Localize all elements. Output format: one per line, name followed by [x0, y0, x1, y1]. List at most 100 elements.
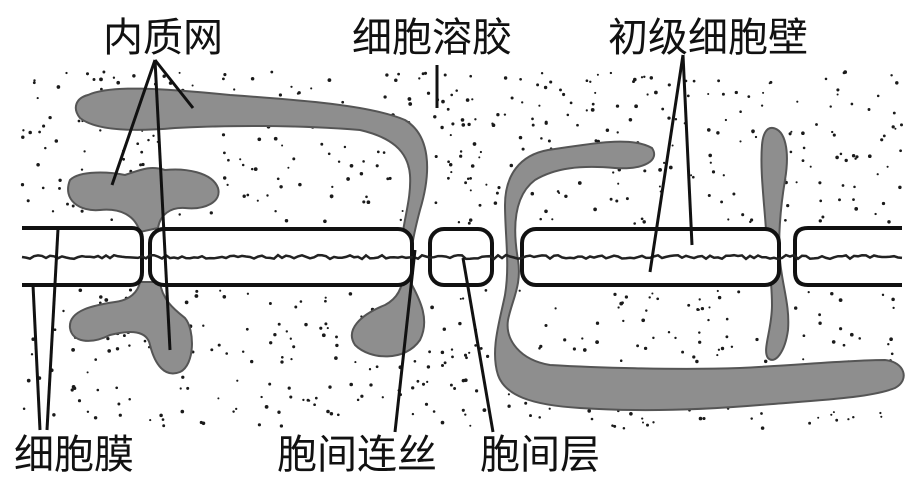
stipple-dot [842, 343, 846, 347]
stipple-dot [809, 165, 812, 168]
stipple-dot [617, 306, 620, 309]
stipple-dot [376, 150, 380, 154]
stipple-dot [830, 291, 834, 296]
stipple-dot [881, 201, 886, 206]
stipple-dot [334, 356, 338, 360]
stipple-dot [739, 110, 742, 113]
stipple-dot [835, 418, 839, 422]
stipple-dot [319, 326, 323, 330]
stipple-dot [217, 397, 220, 400]
stipple-dot [56, 85, 61, 89]
stipple-dot [210, 348, 214, 352]
leader-wall-1 [648, 54, 685, 273]
stipple-dot [287, 386, 291, 390]
leader-lamella [461, 257, 495, 433]
stipple-dot [554, 307, 557, 310]
stipple-dot [100, 87, 103, 91]
stipple-dot [661, 107, 665, 111]
stipple-dot [697, 308, 700, 311]
stipple-dot [194, 294, 199, 298]
stipple-dot [698, 340, 702, 344]
stipple-dot [681, 350, 685, 354]
stipple-dot [449, 383, 453, 387]
stipple-dot [739, 140, 742, 143]
stipple-dot [547, 139, 551, 143]
stipple-dot [394, 78, 398, 83]
stipple-dot [368, 368, 372, 371]
stipple-dot [613, 424, 617, 428]
stipple-dot [484, 289, 488, 292]
stipple-dot [479, 150, 482, 154]
stipple-dot [536, 83, 540, 87]
stipple-dot [382, 151, 386, 154]
stipple-dot [209, 211, 213, 215]
stipple-dot [54, 139, 59, 143]
stipple-dot [485, 183, 488, 186]
stipple-dot [253, 167, 258, 171]
stipple-dot [299, 300, 303, 303]
stipple-dot [717, 348, 721, 351]
stipple-dot [854, 207, 859, 211]
stipple-dot [720, 346, 725, 351]
stipple-dot [687, 303, 691, 307]
stipple-dot [495, 191, 499, 195]
stipple-dot [879, 411, 882, 415]
stipple-dot [451, 122, 455, 126]
stipple-dot [467, 122, 471, 127]
stipple-dot [223, 151, 226, 155]
stipple-dot [449, 134, 452, 137]
stipple-dot [471, 98, 474, 101]
stipple-dot [891, 297, 895, 302]
stipple-dot [116, 80, 121, 85]
stipple-dot [658, 185, 661, 188]
stipple-dot [616, 131, 619, 134]
stipple-dot [274, 210, 277, 213]
stipple-dot [832, 411, 835, 414]
stipple-dot [642, 220, 646, 224]
stipple-dot [279, 424, 284, 428]
stipple-dot [178, 71, 181, 74]
stipple-dot [540, 137, 543, 140]
stipple-dot [217, 343, 221, 347]
stipple-dot [112, 76, 116, 79]
stipple-dot [619, 359, 623, 362]
stipple-dot [365, 195, 368, 199]
stipple-dot [289, 395, 293, 399]
stipple-dot [195, 289, 199, 293]
stipple-dot [459, 150, 463, 153]
stipple-dot [760, 412, 763, 415]
stipple-dot [521, 101, 524, 104]
label-middle-lamella: 胞间层 [480, 432, 600, 478]
stipple-dot [624, 295, 629, 299]
stipple-dot [886, 165, 889, 168]
stipple-dot [796, 100, 799, 103]
stipple-dot [622, 426, 626, 430]
stipple-dot [307, 399, 311, 402]
stipple-dot [540, 72, 544, 75]
stipple-dot [832, 133, 836, 137]
stipple-dot [843, 70, 848, 74]
leader-lines [31, 54, 694, 433]
stipple-dot [426, 91, 431, 95]
stipple-dot [838, 298, 843, 302]
stipple-dot [802, 358, 805, 361]
stipple-dot [591, 102, 595, 106]
stipple-dot [310, 87, 313, 90]
stipple-dot [734, 90, 738, 95]
stipple-dot [491, 123, 496, 128]
stipple-dot [737, 290, 741, 294]
stipple-dot [801, 159, 805, 163]
leader-membrane-2 [45, 228, 60, 431]
stipple-dot [354, 361, 357, 364]
stipple-dot [674, 336, 677, 340]
stipple-dot [94, 358, 98, 361]
stipple-dot [459, 154, 463, 158]
stipple-dot [887, 343, 890, 346]
stipple-dot [890, 352, 894, 356]
stipple-dot [849, 332, 854, 337]
stipple-dot [469, 74, 473, 78]
stipple-dot [53, 328, 57, 332]
stipple-dot [38, 130, 41, 134]
stipple-dot [831, 130, 834, 134]
leader-er-1 [110, 59, 157, 186]
